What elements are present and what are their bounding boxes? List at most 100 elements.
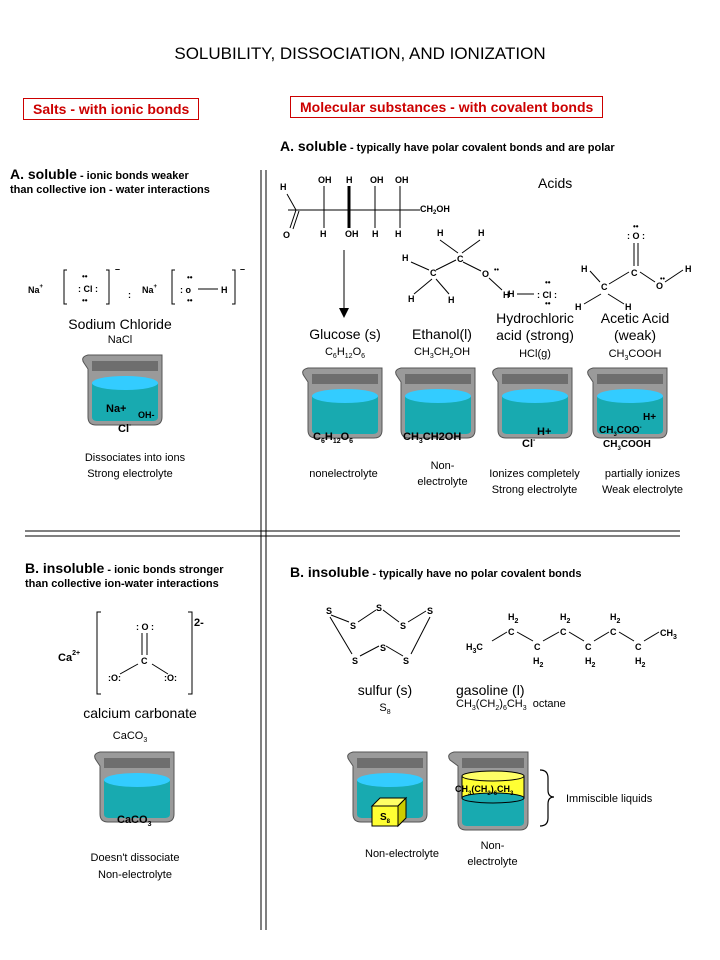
molecular-soluble-heading: A. soluble - typically have polar covale…	[280, 138, 615, 154]
svg-text:H: H	[437, 228, 444, 238]
glucose-formula: C6H12O6	[324, 346, 366, 361]
acetic-caption-2: Weak electrolyte	[601, 484, 684, 496]
svg-text:H: H	[448, 295, 455, 305]
svg-text:••: ••	[82, 272, 88, 281]
svg-text:–: –	[240, 264, 245, 274]
beaker-gasoline: CH3(CH2)6CH3	[448, 751, 529, 831]
sodium-chloride-formula: NaCl	[107, 334, 133, 346]
svg-text:••: ••	[187, 273, 193, 282]
svg-text:S: S	[376, 603, 382, 613]
acetic-name-1: Acetic Acid	[600, 310, 670, 326]
svg-text:H2: H2	[635, 656, 646, 669]
beaker-caco3-formula: CaCO3	[117, 814, 152, 828]
svg-text:O: O	[656, 281, 663, 291]
svg-text:H: H	[478, 228, 485, 238]
hcl-caption-2: Strong electrolyte	[491, 484, 578, 496]
molecular-soluble-desc: - typically have polar covalent bonds an…	[346, 142, 615, 154]
svg-text:S: S	[352, 656, 358, 666]
svg-text::O:: :O:	[108, 673, 121, 683]
svg-text:H: H	[575, 302, 582, 312]
svg-text:OH: OH	[370, 175, 384, 185]
svg-text:C: C	[631, 268, 638, 278]
salts-header: Salts - with ionic bonds	[23, 98, 200, 120]
na-symbol-1: Na+	[28, 284, 44, 295]
svg-text:••: ••	[545, 278, 551, 287]
svg-text::O:: :O:	[164, 673, 177, 683]
svg-text:H: H	[320, 229, 327, 239]
sulfur-formula: S8	[379, 702, 391, 717]
nacl-lewis-structure: Na+ : Cl : •••• – : Na+ : o H •••• –	[28, 264, 245, 305]
svg-text:C: C	[430, 268, 437, 278]
beaker-ethanol	[395, 367, 476, 439]
svg-text:H: H	[402, 253, 409, 263]
salts-soluble-desc-2: than collective ion - water interactions	[10, 184, 210, 196]
svg-text:C: C	[610, 627, 617, 637]
sodium-chloride-name: Sodium Chloride	[68, 316, 172, 332]
svg-text:C: C	[508, 627, 515, 637]
beaker-glucose	[302, 367, 383, 439]
molecular-insoluble-heading: B. insoluble - typically have no polar c…	[290, 564, 581, 580]
acetic-caption-1: partially ionizes	[604, 468, 681, 480]
svg-text:CH3: CH3	[660, 628, 677, 641]
svg-text:H2: H2	[610, 612, 621, 625]
svg-text:: O :: : O :	[136, 622, 154, 632]
octane-structure: H3C H2 C H2 C H2 C H2 C H2 C H2 C CH3	[466, 612, 677, 669]
ethanol-caption-2: electrolyte	[417, 476, 468, 488]
svg-text:H2: H2	[533, 656, 544, 669]
ethanol-name: Ethanol(l)	[412, 326, 472, 342]
svg-text:S: S	[326, 606, 332, 616]
svg-text:C: C	[141, 656, 148, 666]
ethanol-caption-1: Non-	[430, 460, 455, 472]
svg-text:OH: OH	[395, 175, 409, 185]
svg-text:H: H	[346, 175, 353, 185]
svg-text:S: S	[403, 656, 409, 666]
svg-text:••: ••	[494, 267, 499, 274]
svg-text:H: H	[395, 229, 402, 239]
svg-text:S: S	[380, 643, 386, 653]
gasoline-caption-2: electrolyte	[467, 856, 518, 868]
calcium-carbonate-name: calcium carbonate	[83, 705, 197, 721]
glucose-caption: nonelectrolyte	[309, 468, 378, 480]
immiscible-brace	[539, 769, 555, 827]
molecular-insoluble-label: B. insoluble	[290, 564, 370, 580]
svg-text:OH: OH	[318, 175, 332, 185]
svg-text:••: ••	[82, 296, 88, 305]
acetic-name-2: (weak)	[613, 327, 656, 343]
hcl-name-2: acid (strong)	[496, 327, 574, 343]
svg-text:••: ••	[187, 296, 193, 305]
svg-text:S: S	[400, 621, 406, 631]
cl-symbol: : Cl :	[78, 284, 98, 294]
beaker-na-ion: Na+	[106, 403, 127, 415]
nacl-caption-1: Dissociates into ions	[84, 452, 186, 464]
svg-text:C: C	[560, 627, 567, 637]
svg-text:H2: H2	[508, 612, 519, 625]
hcl-structure: H : Cl : ••••	[508, 278, 557, 308]
salts-insoluble-label: B. insoluble	[25, 560, 105, 576]
salts-insoluble-heading: B. insoluble - ionic bonds stronger	[25, 560, 224, 576]
salts-soluble-heading: A. soluble - ionic bonds weaker	[10, 166, 189, 182]
gasoline-formula: CH3(CH2)6CH3 octane	[456, 698, 566, 713]
molecular-header: Molecular substances - with covalent bon…	[290, 96, 604, 118]
svg-text:C: C	[534, 642, 541, 652]
nacl-caption-2: Strong electrolyte	[87, 468, 173, 480]
svg-text:H: H	[503, 290, 510, 300]
calcium-cation: Ca2+	[58, 650, 80, 664]
svg-text:: Cl :: : Cl :	[537, 290, 557, 300]
svg-text:H: H	[508, 289, 515, 299]
salts-soluble-desc-1: - ionic bonds weaker	[76, 170, 189, 182]
hcl-formula: HCl(g)	[519, 348, 551, 360]
beaker-h-ion: H+	[537, 426, 551, 438]
gasoline-caption-1: Non-	[480, 840, 505, 852]
svg-text:CH2OH: CH2OH	[420, 204, 450, 216]
beaker-hcl	[492, 367, 573, 439]
caco3-caption-2: Non-electrolyte	[98, 869, 172, 881]
caco3-caption-1: Doesn't dissociate	[90, 852, 180, 864]
carbonate-charge: 2-	[194, 617, 204, 629]
svg-text:H: H	[372, 229, 379, 239]
ethanol-formula: CH3CH2OH	[413, 346, 471, 361]
o-symbol: : o	[180, 285, 191, 295]
sulfur-cube-label: S8	[380, 812, 391, 825]
svg-text:H3C: H3C	[466, 642, 483, 655]
